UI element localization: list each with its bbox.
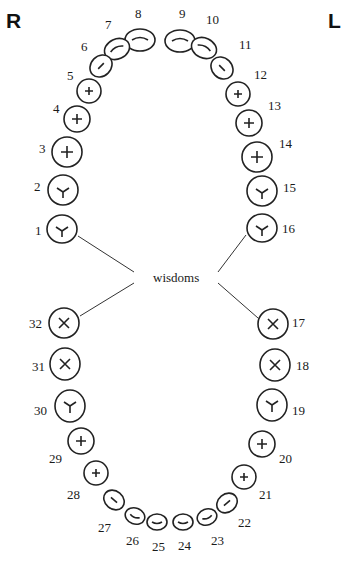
tooth-number: 18 (296, 359, 309, 372)
tooth-number: 28 (67, 488, 80, 501)
tooth-number: 11 (239, 38, 252, 51)
tooth-number: 8 (135, 7, 142, 20)
tooth-number: 25 (152, 540, 165, 553)
tooth-number: 22 (238, 516, 251, 529)
tooth-number: 27 (98, 521, 111, 534)
tooth-number: 2 (34, 180, 41, 193)
tooth-number: 31 (32, 360, 45, 373)
tooth-number: 15 (283, 181, 296, 194)
tooth-number: 19 (292, 404, 305, 417)
tooth-number: 7 (105, 18, 112, 31)
tooth-number: 30 (34, 404, 47, 417)
tooth-number: 10 (206, 13, 219, 26)
tooth-number: 1 (35, 224, 42, 237)
tooth-number: 24 (178, 539, 191, 552)
tooth-number: 16 (282, 222, 295, 235)
side-marker: L (328, 10, 341, 31)
tooth-number: 13 (268, 99, 281, 112)
side-marker: R (6, 10, 21, 31)
tooth-number: 4 (53, 102, 60, 115)
tooth-number: 32 (29, 317, 42, 330)
tooth-number: 17 (292, 316, 305, 329)
tooth-number: 21 (259, 488, 272, 501)
tooth-number: 12 (254, 68, 267, 81)
leader-line (78, 235, 258, 318)
tooth-number: 29 (49, 452, 62, 465)
tooth-number: 23 (211, 534, 224, 547)
wisdoms-label: wisdoms (151, 271, 201, 284)
tooth-number: 6 (81, 40, 88, 53)
tooth-number: 5 (67, 69, 74, 82)
tooth-number: 26 (126, 534, 139, 547)
tooth-number: 14 (279, 137, 292, 150)
tooth-number: 20 (279, 452, 292, 465)
tooth-number: 9 (179, 7, 186, 20)
tooth-number: 3 (39, 142, 46, 155)
